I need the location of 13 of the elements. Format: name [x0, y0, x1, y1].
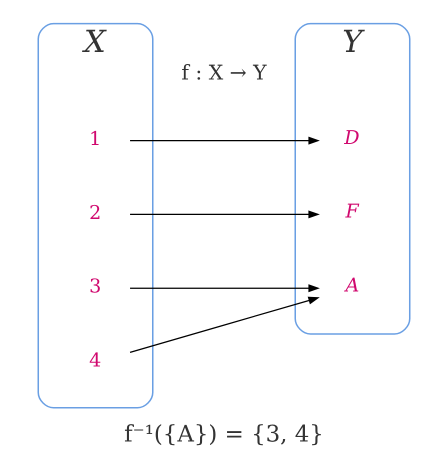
node-text: F — [344, 200, 358, 223]
node-text: 2 — [88, 202, 101, 224]
arrow — [130, 284, 320, 292]
label: f : X → Y — [180, 60, 266, 84]
node-text: D — [344, 126, 360, 149]
node-text: 4 — [88, 349, 101, 372]
arrow — [129, 296, 320, 353]
caption: f⁻¹({A}) = {3, 4} — [124, 421, 324, 448]
node-text: 1 — [88, 128, 101, 150]
node-text: 3 — [88, 276, 101, 298]
arrow — [130, 136, 320, 145]
arrow — [130, 210, 320, 218]
node-text: A — [344, 274, 359, 296]
